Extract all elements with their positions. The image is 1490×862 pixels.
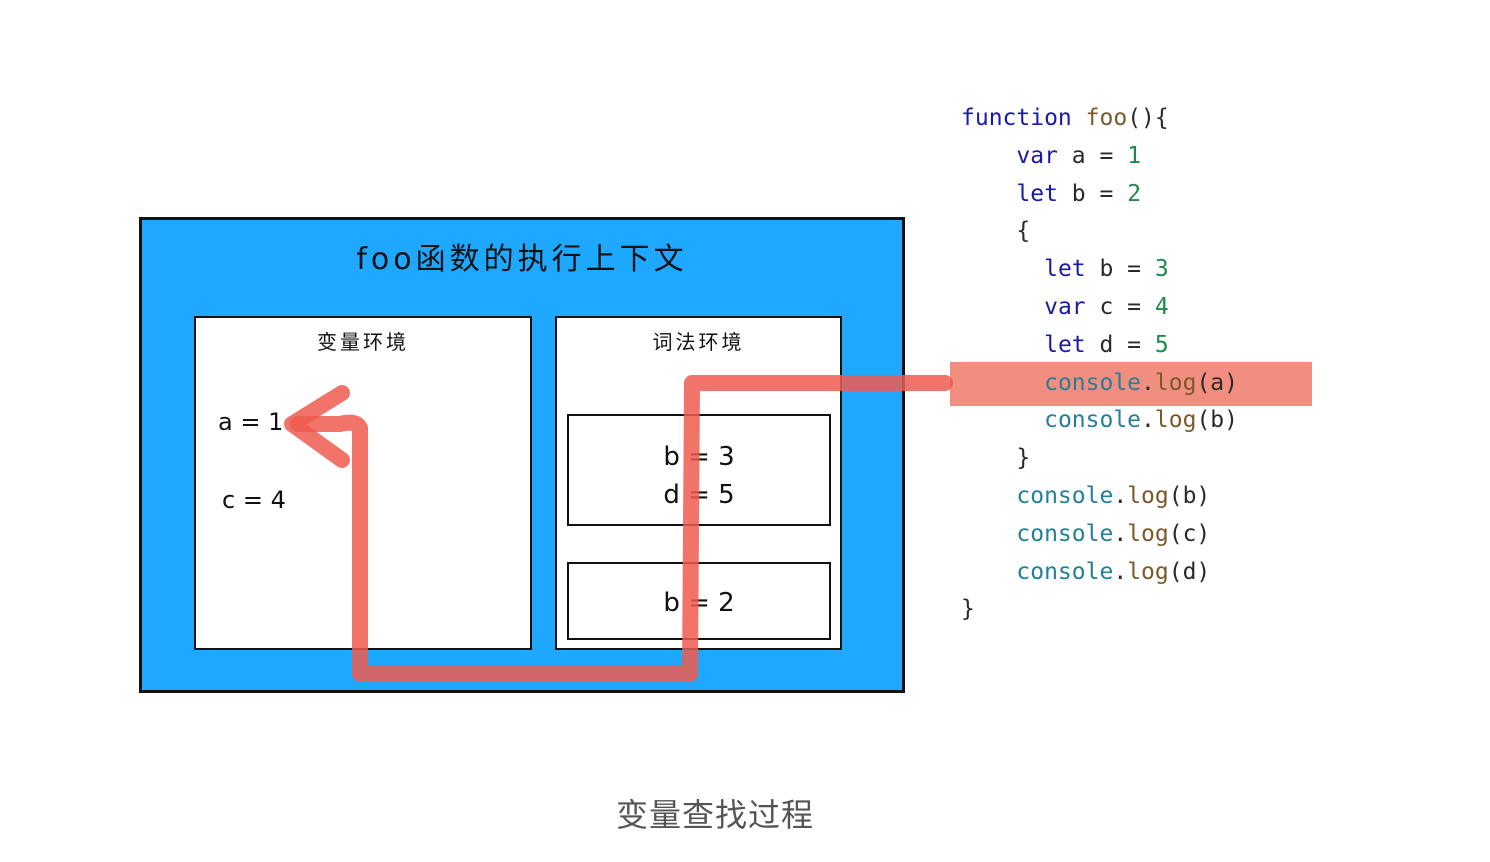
variable-c: c = 4 <box>222 486 286 514</box>
code-token: (d) <box>1168 558 1211 585</box>
lookup-arrowhead-icon <box>284 385 350 468</box>
code-token: console <box>1016 482 1114 509</box>
code-token: 5 <box>1154 331 1169 358</box>
code-token: c = <box>1085 293 1155 320</box>
lexical-environment-title: 词法环境 <box>652 330 745 354</box>
code-token: 1 <box>1127 142 1142 169</box>
code-line: console.log(c) <box>961 516 1238 554</box>
code-token: log <box>1127 558 1169 585</box>
code-line: console.log(b) <box>961 478 1238 516</box>
code-token: b = <box>1085 256 1155 283</box>
code-token: a = <box>1057 142 1128 169</box>
code-token: . <box>1113 558 1128 585</box>
code-token: let <box>1044 331 1086 358</box>
code-line: } <box>961 440 1238 478</box>
code-line: var a = 1 <box>961 138 1238 176</box>
code-token: console <box>1016 520 1114 547</box>
code-token: (a) <box>1196 369 1238 396</box>
code-token: foo <box>1085 105 1128 131</box>
code-line: console.log(d) <box>961 554 1238 592</box>
lexical-block-outer: b = 2 <box>567 562 831 640</box>
code-token: b = <box>1057 180 1128 207</box>
code-token: var <box>1016 142 1058 169</box>
lexical-environment: 词法环境 b = 3 d = 5 b = 2 <box>555 316 842 650</box>
code-token: console <box>1044 369 1142 396</box>
code-token: 3 <box>1154 256 1169 283</box>
execution-context-box: foo函数的执行上下文 变量环境 a = 1 c = 4 词法环境 b = 3 … <box>139 217 905 693</box>
code-token: . <box>1113 482 1128 509</box>
code-token: { <box>1016 218 1031 245</box>
code-token: . <box>1141 407 1155 434</box>
code-line: } <box>961 591 1238 629</box>
code-token: (c) <box>1168 520 1211 547</box>
code-token: (b) <box>1168 482 1211 509</box>
code-token: let <box>1016 180 1058 207</box>
code-token: . <box>1113 520 1128 547</box>
variable-a: a = 1 <box>218 408 284 436</box>
code-line: console.log(b) <box>961 402 1238 440</box>
code-token: console <box>1044 407 1142 434</box>
code-token: 4 <box>1154 293 1169 320</box>
code-token: d = <box>1085 331 1155 358</box>
code-token: (b) <box>1196 407 1238 434</box>
code-token: } <box>1016 445 1031 472</box>
code-line: let b = 3 <box>961 251 1238 289</box>
code-token: log <box>1127 520 1169 547</box>
figure-caption: 变量查找过程 <box>615 796 814 834</box>
code-token: function <box>961 105 1072 131</box>
code-line: let d = 5 <box>961 327 1238 365</box>
code-token: (){ <box>1127 105 1169 131</box>
code-token: 2 <box>1127 180 1142 207</box>
code-line: var c = 4 <box>961 289 1238 327</box>
code-token: var <box>1044 293 1086 320</box>
code-line-highlight <box>950 362 1312 406</box>
code-token: let <box>1044 256 1086 283</box>
lookup-path-line <box>290 375 953 682</box>
code-line: console.log(a) <box>961 365 1238 403</box>
code-token: . <box>1141 369 1155 396</box>
variable-environment-title: 变量环境 <box>317 330 409 354</box>
code-token: log <box>1154 407 1197 434</box>
execution-context-title: foo函数的执行上下文 <box>356 242 688 277</box>
code-line: { <box>961 213 1238 251</box>
code-token: } <box>961 596 975 623</box>
block-var-b2: b = 2 <box>663 588 735 618</box>
code-token: log <box>1154 369 1197 396</box>
code-line: function foo(){ <box>961 100 1238 138</box>
code-line: let b = 2 <box>961 176 1238 214</box>
code-token: log <box>1127 482 1169 509</box>
code-token: console <box>1016 558 1114 585</box>
code-listing: function foo(){ var a = 1 let b = 2 { le… <box>961 100 1238 629</box>
